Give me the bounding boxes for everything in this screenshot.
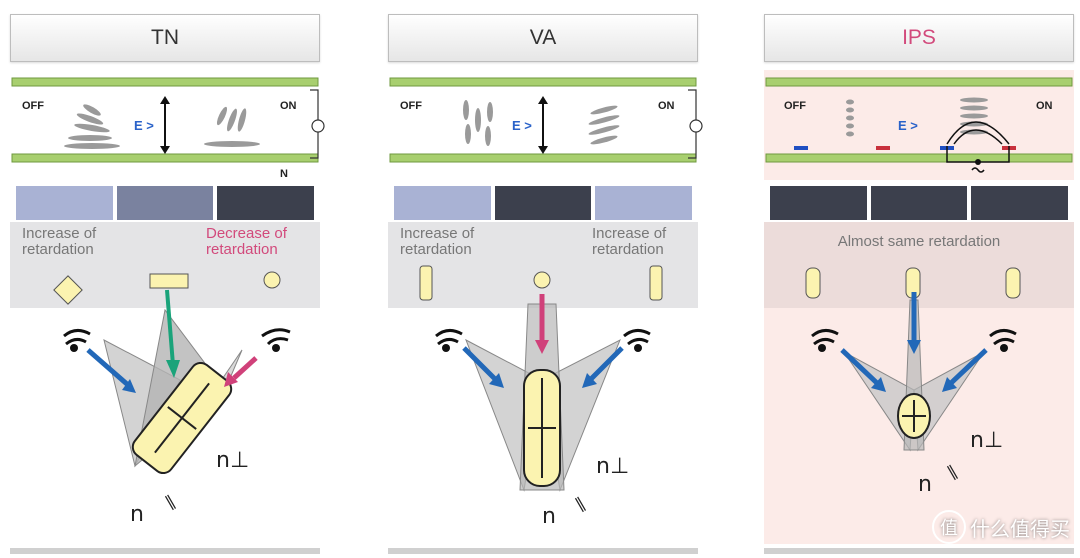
field-label: E > — [134, 118, 154, 133]
n-perp-label: n⊥ — [970, 428, 1004, 453]
n-perp-label: n⊥ — [596, 454, 630, 479]
field-label: E > — [512, 118, 532, 133]
lc-cell-svg — [765, 77, 1073, 173]
lc-cell-svg — [389, 77, 703, 163]
right-retardation-label: Decrease of retardation — [206, 225, 287, 258]
strip-segment — [116, 186, 214, 220]
center-retardation-label: Almost same retardation — [837, 233, 1001, 250]
strip-segment — [16, 186, 113, 220]
lc-cell-svg — [11, 77, 325, 163]
lc-cell-diagram: OFF ON E > — [764, 70, 1074, 180]
retardation-area: Increase of retardation Increase of reta… — [388, 222, 698, 308]
strip-segment — [971, 186, 1069, 220]
optics-svg — [419, 265, 663, 492]
watermark-icon: 值 — [932, 510, 966, 544]
panel-title: VA — [388, 14, 698, 62]
panel-tn: TN OFF ON E > N — [10, 0, 325, 558]
strip-segment — [770, 186, 867, 220]
n-par-label: n — [130, 502, 144, 527]
strip-segment — [217, 186, 315, 220]
strip-segment — [394, 186, 491, 220]
watermark-text: 什么值得买 — [970, 516, 1070, 541]
panel-bottom-line — [388, 548, 698, 554]
n-par-label: n — [542, 504, 556, 529]
on-label: ON — [1036, 100, 1053, 112]
lc-cell-diagram: OFF ON E > — [388, 70, 703, 180]
transmission-strip — [16, 186, 315, 220]
right-retardation-label: Increase of retardation — [592, 225, 667, 258]
off-label: OFF — [400, 100, 422, 112]
left-retardation-label: Increase of retardation — [400, 225, 475, 258]
off-label: OFF — [784, 100, 806, 112]
left-retardation-label: Increase of retardation — [22, 225, 97, 258]
panel-ips: IPS — [764, 0, 1074, 558]
strip-segment — [494, 186, 592, 220]
optics-svg — [53, 271, 291, 475]
transmission-strip — [394, 186, 693, 220]
n-par-label: n — [918, 472, 932, 497]
panel-va: VA OFF ON E > — [388, 0, 703, 558]
panel-bottom-line — [10, 548, 320, 554]
optics-svg — [805, 267, 1021, 452]
transmission-strip — [770, 186, 1069, 220]
panel-title: IPS — [764, 14, 1074, 62]
off-label: OFF — [22, 100, 44, 112]
on-label: ON — [280, 100, 297, 112]
panel-bottom-line — [764, 548, 1074, 554]
strip-segment — [870, 186, 968, 220]
field-label: E > — [898, 118, 918, 133]
strip-segment — [595, 186, 693, 220]
n-perp-label: n⊥ — [216, 448, 250, 473]
watermark: 值 什么值得买 — [932, 510, 1070, 544]
lc-cell-diagram: OFF ON E > N — [10, 70, 325, 180]
on-label: ON — [658, 100, 675, 112]
n-label: N — [280, 168, 288, 180]
panel-title: TN — [10, 14, 320, 62]
